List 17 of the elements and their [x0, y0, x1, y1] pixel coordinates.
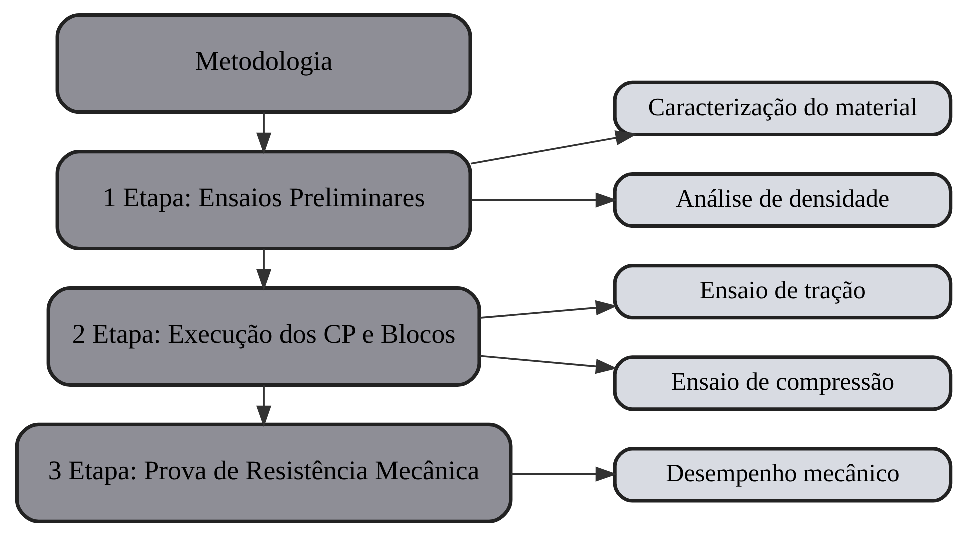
node-box: Ensaio de tração — [613, 264, 953, 320]
arrow — [511, 466, 618, 482]
arrow — [480, 300, 618, 319]
node-box: 3 Etapa: Prova de Resistência Mecânica — [15, 422, 513, 524]
node-box: Análise de densidade — [613, 172, 953, 228]
arrow — [470, 192, 618, 208]
arrow — [480, 355, 618, 374]
arrow — [256, 112, 272, 154]
node-box: 1 Etapa: Ensaios Preliminares — [56, 150, 472, 251]
node-box: Desempenho mecânico — [613, 447, 953, 503]
arrow — [256, 386, 272, 428]
node-box: 2 Etapa: Execução dos CP e Blocos — [46, 286, 482, 387]
arrow — [256, 249, 272, 291]
arrow — [470, 130, 638, 165]
node-box: Ensaio de compressão — [613, 356, 953, 412]
node-box: Caracterização do material — [613, 80, 953, 137]
node-box: Metodologia — [56, 14, 472, 114]
